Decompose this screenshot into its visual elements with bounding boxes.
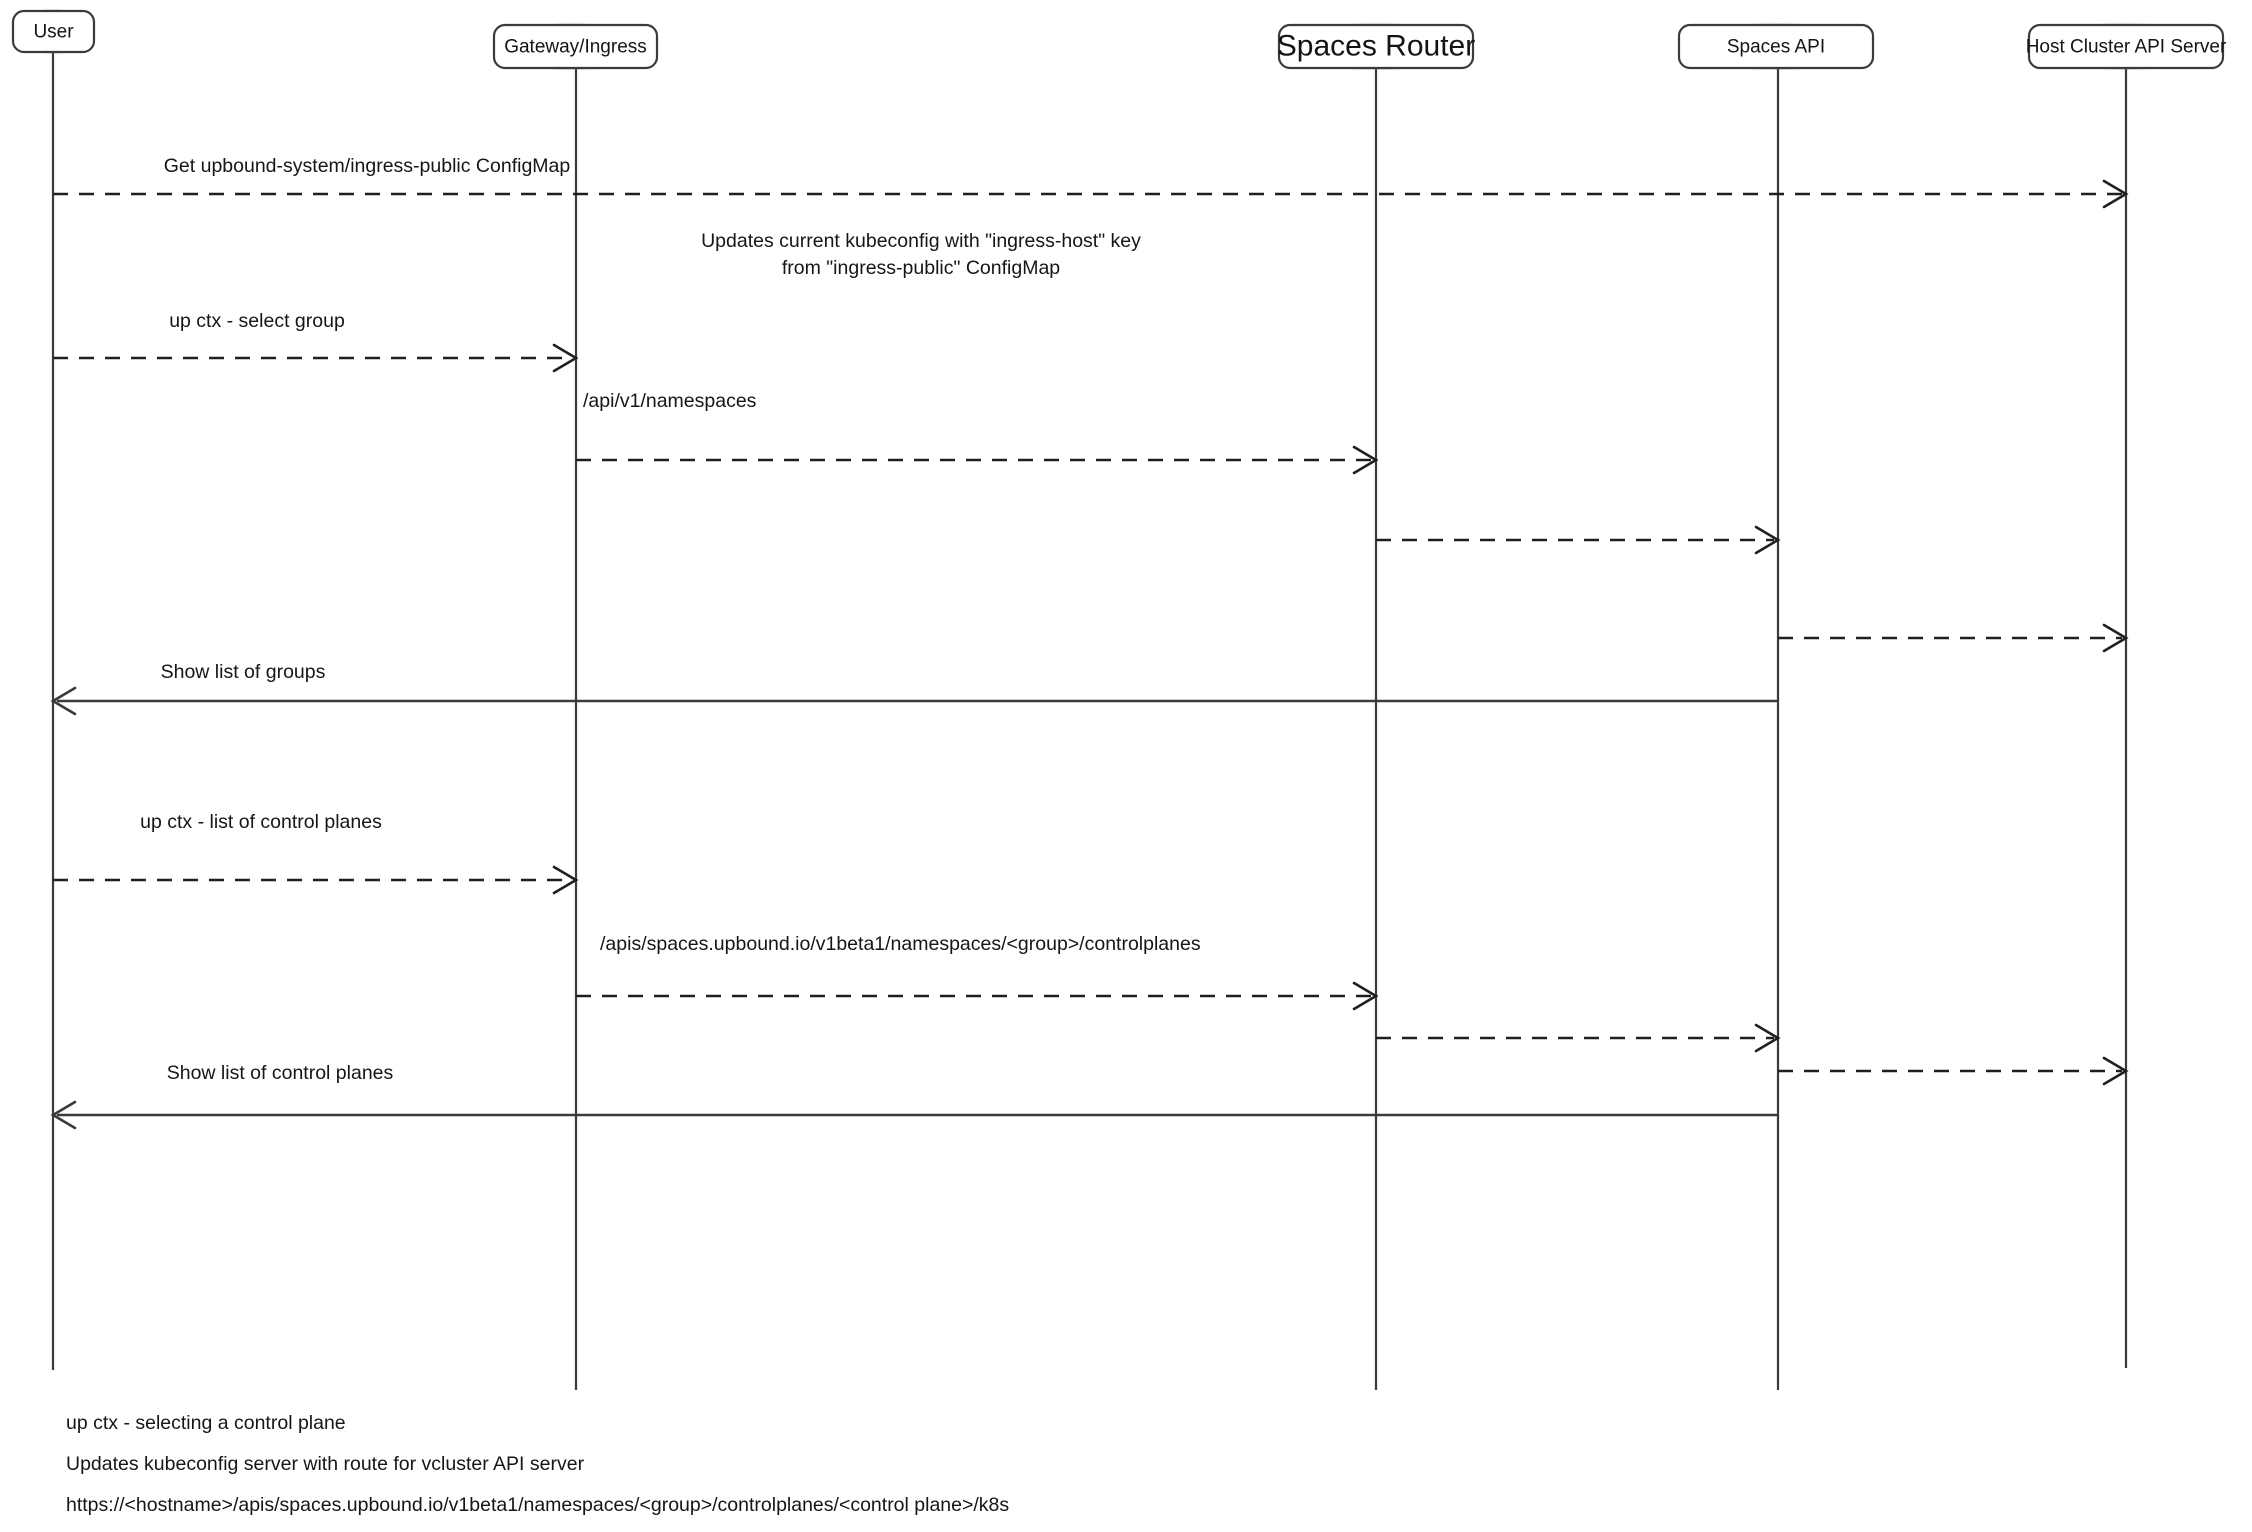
participant-gateway[interactable]: Gateway/Ingress — [492, 23, 659, 70]
message-label-m3: up ctx - select group — [169, 310, 345, 332]
message-m9[interactable]: /apis/spaces.upbound.io/v1beta1/namespac… — [576, 933, 1379, 1011]
message-arrowhead-m10 — [1754, 1023, 1781, 1053]
message-arrowhead-m8 — [552, 865, 579, 895]
message-m8[interactable]: up ctx - list of control planes — [53, 811, 579, 895]
participant-box-user[interactable] — [11, 9, 96, 54]
message-arrowhead-m3 — [552, 343, 579, 373]
message-label-m9: /apis/spaces.upbound.io/v1beta1/namespac… — [600, 933, 1201, 955]
message-arrowhead-m7 — [50, 686, 77, 716]
message-m12[interactable]: Show list of control planes — [50, 1062, 1778, 1130]
message-arrowhead-m1 — [2102, 179, 2129, 209]
participant-box-router[interactable] — [1277, 23, 1475, 70]
message-arrowhead-m9 — [1352, 981, 1379, 1011]
message-arrowhead-m5 — [1754, 525, 1781, 555]
footer-note-note2: Updates kubeconfig server with route for… — [66, 1453, 585, 1475]
participant-label-hostcluster: Host Cluster API Server — [2026, 37, 2227, 58]
messages-layer: Get upbound-system/ingress-public Config… — [50, 155, 2129, 1130]
participant-box-gateway[interactable] — [492, 23, 659, 70]
participant-spacesapi[interactable]: Spaces API — [1677, 23, 1875, 70]
message-arrowhead-m11 — [2102, 1056, 2129, 1086]
message-m10[interactable] — [1376, 1023, 1781, 1053]
participant-label-gateway: Gateway/Ingress — [504, 37, 647, 58]
message-arrowhead-m6 — [2102, 623, 2129, 653]
participant-box-hostcluster[interactable] — [2027, 23, 2225, 70]
message-m6[interactable] — [1778, 623, 2129, 653]
message-m4[interactable]: /api/v1/namespaces — [576, 390, 1379, 475]
message-label-m12: Show list of control planes — [167, 1062, 394, 1084]
notes-layer: up ctx - selecting a control planeUpdate… — [66, 1412, 1009, 1516]
message-label-m1: Get upbound-system/ingress-public Config… — [164, 155, 571, 177]
message-m2note[interactable]: Updates current kubeconfig with "ingress… — [701, 230, 1141, 279]
message-arrowhead-m4 — [1352, 445, 1379, 475]
message-arrowhead-m12 — [50, 1100, 77, 1130]
participant-user[interactable]: User — [11, 9, 96, 54]
participant-hostcluster[interactable]: Host Cluster API Server — [2026, 23, 2227, 70]
message-label-m8: up ctx - list of control planes — [140, 811, 382, 833]
message-note-line2-m2note: from "ingress-public" ConfigMap — [782, 257, 1060, 279]
message-label-m7: Show list of groups — [161, 661, 326, 683]
message-m1[interactable]: Get upbound-system/ingress-public Config… — [53, 155, 2129, 209]
participant-label-router: Spaces Router — [1277, 29, 1475, 62]
footer-note-note1: up ctx - selecting a control plane — [66, 1412, 346, 1434]
participant-label-spacesapi: Spaces API — [1727, 37, 1825, 58]
footer-note-note3: https://<hostname>/apis/spaces.upbound.i… — [66, 1494, 1009, 1516]
message-note-line1-m2note: Updates current kubeconfig with "ingress… — [701, 230, 1141, 252]
participant-box-spacesapi[interactable] — [1677, 23, 1875, 70]
participant-label-user: User — [33, 22, 74, 43]
message-label-m4: /api/v1/namespaces — [583, 390, 757, 412]
message-m7[interactable]: Show list of groups — [50, 661, 1778, 716]
message-m11[interactable] — [1778, 1056, 2129, 1086]
message-m5[interactable] — [1376, 525, 1781, 555]
lifelines-layer — [51, 52, 2128, 1390]
participant-router[interactable]: Spaces Router — [1277, 23, 1475, 70]
message-m3[interactable]: up ctx - select group — [53, 310, 579, 373]
